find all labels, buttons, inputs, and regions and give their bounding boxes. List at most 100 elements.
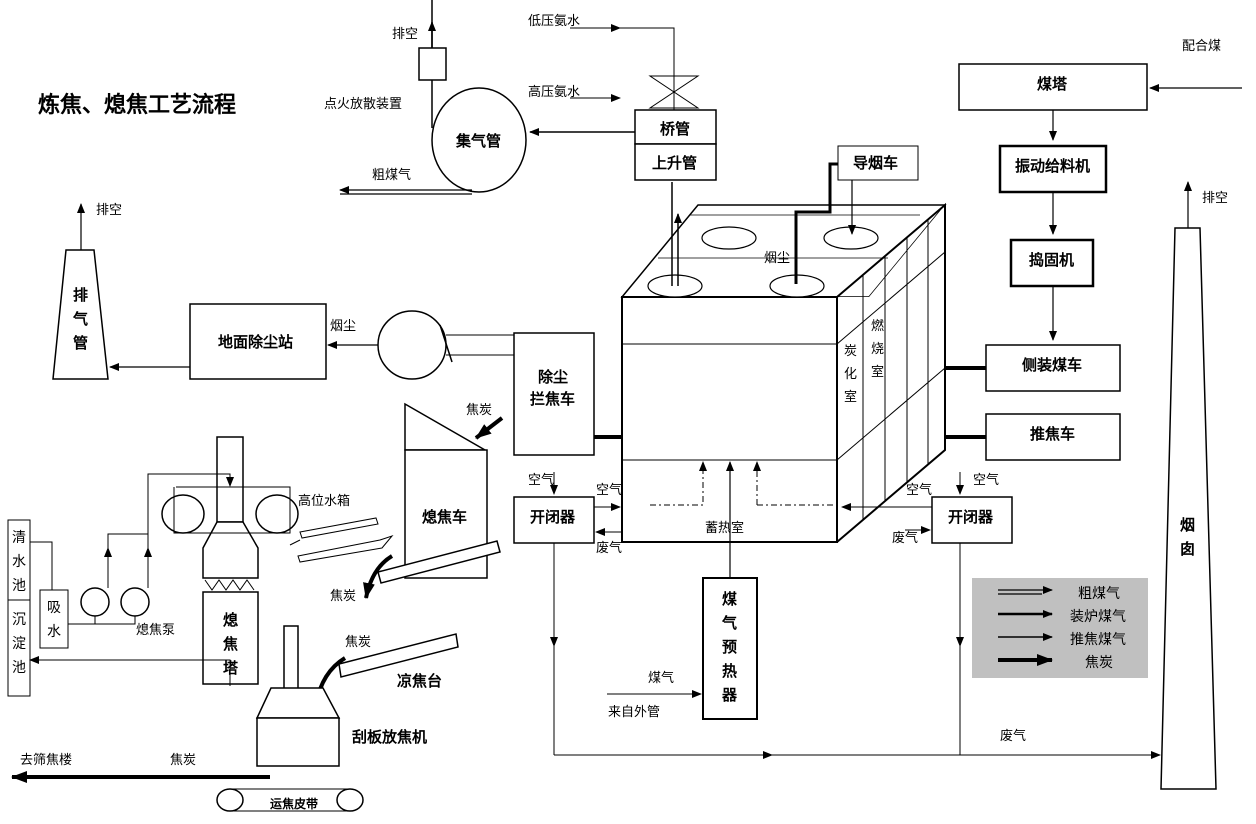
- tamping-machine-label: 捣固机: [1029, 251, 1074, 269]
- pump-left-line: [107, 533, 148, 557]
- conveyor-label: 运焦皮带: [270, 796, 318, 811]
- svg-text:清: 清: [12, 530, 26, 546]
- coke-to-quench-arrow: [474, 416, 504, 440]
- gas-preheater-label: 煤 气 预 热 器: [721, 590, 738, 704]
- quench-pump-label: 熄焦泵: [136, 623, 175, 638]
- scraper-label: 刮板放焦机: [352, 728, 427, 746]
- bridge-pipe-label: 桥管: [660, 120, 690, 138]
- gas-label: 煤气: [648, 670, 674, 686]
- quench-pump-1: [80, 587, 110, 617]
- chimney-label: 烟 囱: [1180, 516, 1195, 558]
- car-to-tower-arrow: [299, 517, 379, 539]
- coke-bottom-label: 焦炭: [170, 753, 196, 768]
- raw-gas-label: 粗煤气: [372, 167, 411, 183]
- vent-right-label: 排空: [1202, 191, 1228, 206]
- suction-label: 吸 水: [47, 600, 61, 640]
- riser-box: [634, 143, 717, 181]
- diagram-title: 炼焦、熄焦工艺流程: [38, 92, 236, 118]
- switcher-right-box: [931, 496, 1013, 544]
- coke-wharf-chute: [338, 633, 459, 678]
- scraper-hopper: [255, 687, 341, 719]
- dust-fan: [377, 310, 447, 380]
- gas-preheater-box: [702, 577, 758, 720]
- smoke-car-pipe: [794, 162, 838, 284]
- svg-text:吸: 吸: [47, 600, 61, 616]
- svg-text:熄: 熄: [223, 611, 238, 629]
- side-charger-label: 侧装煤车: [1022, 356, 1082, 374]
- waste-right-label: 废气: [892, 530, 918, 546]
- ignition-device: [418, 47, 447, 81]
- gas-main-collector: [431, 87, 527, 193]
- smoke-car-box: [837, 145, 919, 181]
- high-tank-right: [255, 494, 299, 534]
- waste-left-label: 废气: [596, 540, 622, 556]
- tower-to-car-arrow: [297, 534, 394, 563]
- suction-line-2: [95, 616, 136, 625]
- svg-text:焦: 焦: [222, 635, 238, 653]
- legend-coke: 焦炭: [1085, 655, 1113, 671]
- svg-text:气: 气: [72, 310, 88, 328]
- gas-main-label: 集气管: [455, 132, 501, 150]
- tank-frame: [173, 486, 291, 534]
- high-ammonia-label: 高压氨水: [528, 84, 580, 100]
- low-ammonia-label: 低压氨水: [528, 14, 580, 29]
- vent-top-label: 排空: [392, 27, 418, 42]
- from-outer-label: 来自外管: [608, 705, 660, 720]
- pool-to-well-line: [30, 541, 53, 590]
- coke-guide-car-label-1: 除尘: [538, 368, 568, 386]
- svg-text:淀: 淀: [12, 636, 26, 652]
- ground-dust-station-label: 地面除尘站: [218, 333, 293, 351]
- quench-pump-2: [120, 587, 150, 617]
- to-screen-label: 去筛焦楼: [20, 753, 72, 768]
- pump-to-tank-line: [147, 473, 234, 557]
- suction-line-1: [68, 616, 96, 625]
- coke-wharf-label: 凉焦台: [397, 672, 442, 690]
- air-left-label: 空气: [528, 472, 554, 488]
- coke-oven-battery: [620, 202, 947, 543]
- coke-guide-car-label-2: 拦焦车: [530, 390, 575, 408]
- svg-text:水: 水: [12, 554, 26, 570]
- pool-column: [7, 519, 31, 697]
- high-tank-left: [161, 494, 205, 534]
- coal-tower-label: 煤塔: [1037, 75, 1068, 93]
- smoke-dust-top-label: 烟尘: [764, 251, 790, 266]
- coke-arrow-mid-label: 焦炭: [330, 589, 356, 604]
- combustion-chamber-label: 燃 烧 室: [871, 318, 884, 380]
- low-ammonia-line: [620, 27, 675, 78]
- svg-text:室: 室: [844, 389, 857, 405]
- settling-pool-label: 沉 淀 池: [12, 612, 26, 676]
- exhaust-stack-label: 排 气 管: [72, 286, 88, 352]
- switcher-right-label: 开闭器: [948, 508, 994, 526]
- ignition-label: 点火放散装置: [324, 97, 402, 112]
- tower-to-pool-line: [29, 656, 231, 686]
- air-left2-label: 空气: [596, 482, 622, 498]
- svg-text:器: 器: [721, 686, 738, 704]
- coke-arrow-wharf-label: 焦炭: [345, 635, 371, 650]
- riser-label: 上升管: [652, 154, 697, 172]
- coke-drop-arrow: [363, 554, 394, 599]
- svg-text:管: 管: [73, 334, 88, 352]
- blend-coal-label: 配合煤: [1182, 39, 1221, 54]
- switcher-left-box: [513, 496, 595, 544]
- coke-guide-car-box: [513, 332, 595, 456]
- vibration-feeder-box: [998, 144, 1108, 194]
- carbon-chamber-label: 炭 化 室: [844, 344, 857, 405]
- switcher-left-label: 开闭器: [530, 508, 576, 526]
- svg-text:池: 池: [12, 660, 26, 676]
- svg-text:池: 池: [12, 578, 26, 594]
- svg-text:烧: 烧: [871, 342, 884, 357]
- svg-text:室: 室: [871, 364, 884, 380]
- legend-charge-gas: 装炉煤气: [1070, 609, 1126, 625]
- ground-dust-station-box: [189, 303, 327, 380]
- air-flow-1: [650, 461, 707, 506]
- scraper-body: [256, 717, 340, 767]
- vent-left-label: 排空: [96, 203, 122, 218]
- svg-text:囱: 囱: [1180, 540, 1195, 558]
- chimney: [1160, 227, 1217, 790]
- coke-arrow-top-label: 焦炭: [466, 403, 492, 418]
- quench-tower-label: 熄 焦 塔: [222, 611, 239, 677]
- svg-text:燃: 燃: [871, 318, 884, 334]
- conveyor-roller-right: [336, 788, 364, 812]
